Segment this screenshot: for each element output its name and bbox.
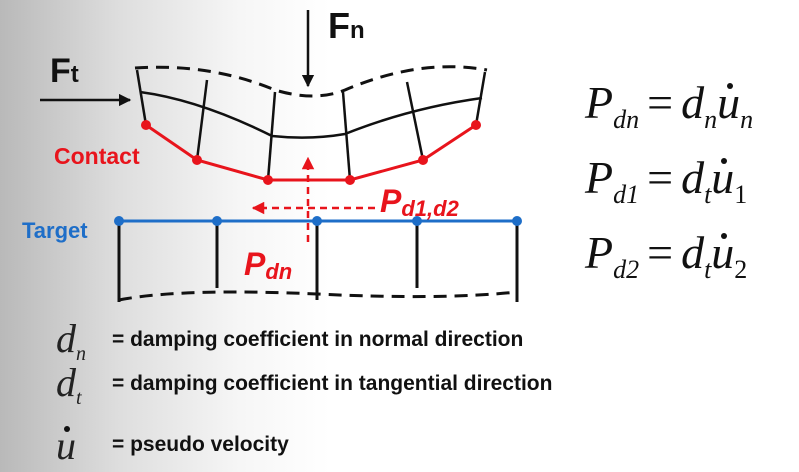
legend-row-normal-coefficient: dn = damping coefficient in normal direc… bbox=[56, 316, 524, 365]
legend-text: = damping coefficient in tangential dire… bbox=[112, 372, 553, 395]
equation-tangential-damping-2: Pd2=dtu2 bbox=[585, 227, 748, 284]
legend-symbol: u bbox=[56, 422, 76, 468]
mesh-vline-3 bbox=[266, 91, 277, 181]
legend-row-pseudo-velocity: u = pseudo velocity bbox=[56, 423, 289, 468]
normal-force-label: Fn bbox=[328, 5, 365, 46]
contact-damping-diagram: Fn Ft Contact Target Pdn Pd1,d2 bbox=[22, 5, 522, 302]
mesh-vline-5 bbox=[405, 81, 425, 161]
contact-top-edge-dashed bbox=[134, 65, 488, 98]
equation-normal-damping: Pdn=dnun bbox=[585, 77, 754, 134]
normal-damping-label: Pdn bbox=[244, 246, 292, 284]
contact-node bbox=[263, 175, 273, 185]
contact-mid-mesh-line bbox=[139, 90, 483, 139]
contact-node bbox=[192, 155, 202, 165]
legend-text: = damping coefficient in normal directio… bbox=[112, 328, 524, 351]
contact-node bbox=[141, 120, 151, 130]
mesh-vline-6 bbox=[474, 71, 487, 126]
contact-node bbox=[418, 155, 428, 165]
contact-node bbox=[471, 120, 481, 130]
equation-tangential-damping-1: Pd1=dtu1 bbox=[585, 152, 748, 209]
target-node bbox=[512, 216, 522, 226]
contact-surface-line bbox=[145, 123, 477, 182]
mesh-vline-4 bbox=[341, 91, 352, 181]
target-label: Target bbox=[22, 218, 88, 243]
tangential-force-label: Ft bbox=[50, 52, 79, 90]
target-node bbox=[412, 216, 422, 226]
tangential-damping-label: Pd1,d2 bbox=[380, 183, 460, 221]
contact-nodes bbox=[141, 120, 481, 185]
target-node bbox=[312, 216, 322, 226]
contact-label: Contact bbox=[54, 143, 140, 169]
target-node bbox=[212, 216, 222, 226]
legend-row-tangential-coefficient: dt = damping coefficient in tangential d… bbox=[56, 360, 553, 409]
legend-symbol: dn bbox=[56, 315, 86, 365]
legend-text: = pseudo velocity bbox=[112, 433, 289, 456]
mesh-vline-1 bbox=[135, 69, 148, 126]
target-node bbox=[114, 216, 124, 226]
target-nodes bbox=[114, 216, 522, 226]
legend-symbol: dt bbox=[56, 359, 82, 409]
mesh-vline-2 bbox=[195, 79, 209, 161]
target-bottom-edge-dashed bbox=[118, 290, 518, 302]
contact-node bbox=[345, 175, 355, 185]
target-body-mesh bbox=[117, 222, 519, 302]
contact-body-mesh bbox=[134, 65, 488, 181]
